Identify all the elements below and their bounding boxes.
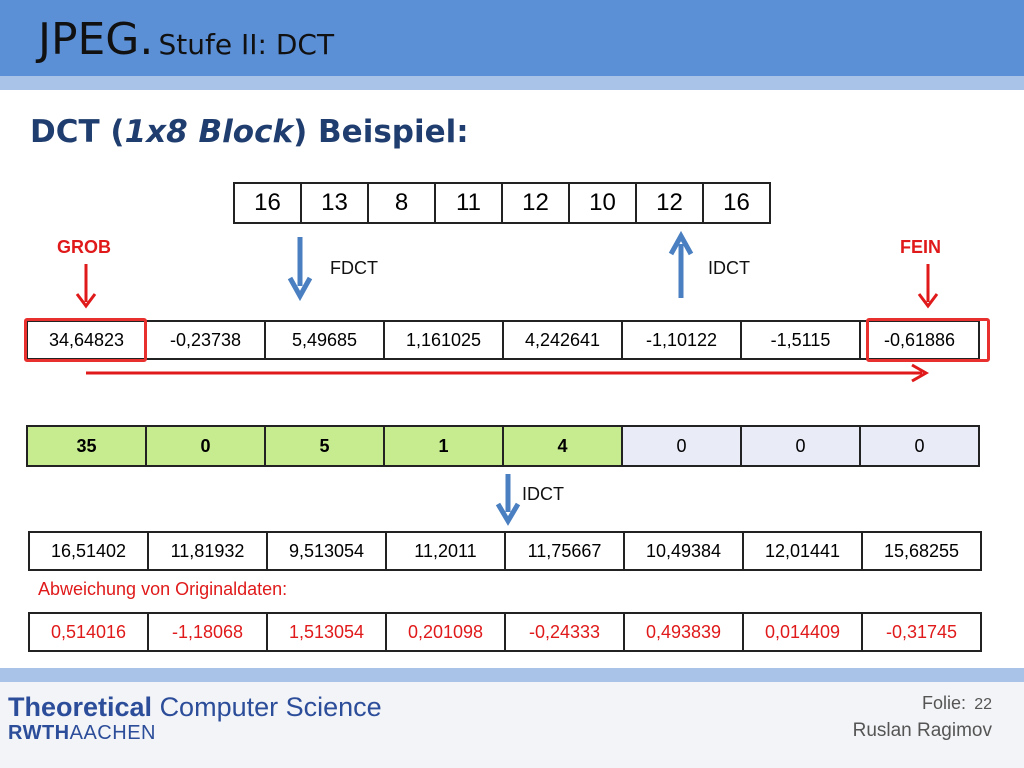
logo-word-rwth: RWTH [8, 722, 70, 744]
table-cell: 13 [300, 182, 369, 224]
table-cell: -1,5115 [740, 320, 861, 360]
table-cell: 9,513054 [266, 531, 387, 571]
fdct-down-arrow [287, 237, 313, 302]
deviation-label: Abweichung von Originaldaten: [38, 579, 288, 599]
table-cell: -0,24333 [504, 612, 625, 652]
header-bar [0, 0, 1024, 76]
table-cell: 4 [502, 425, 623, 467]
table-cell: 0 [740, 425, 861, 467]
table-cell: 15,68255 [861, 531, 982, 571]
table-cell: 0 [621, 425, 742, 467]
table-cell: 12,01441 [742, 531, 863, 571]
table-cell: 1,161025 [383, 320, 504, 360]
table-cell: 4,242641 [502, 320, 623, 360]
quantized-table: 35 0 5 1 4 0 0 0 [26, 425, 980, 467]
reconstructed-table: 16,51402 11,81932 9,513054 11,2011 11,75… [28, 531, 982, 571]
table-cell: 16,51402 [28, 531, 149, 571]
grob-highlight-box [24, 318, 147, 362]
table-cell: 11,81932 [147, 531, 268, 571]
table-cell: 5,49685 [264, 320, 385, 360]
table-cell: 0,014409 [742, 612, 863, 652]
deviation-table: 0,514016 -1,18068 1,513054 0,201098 -0,2… [28, 612, 982, 652]
slide-title: JPEG. Stufe II: DCT [38, 14, 334, 65]
grob-to-fein-arrow [86, 363, 930, 383]
table-cell: 1 [383, 425, 504, 467]
table-cell: 0,201098 [385, 612, 506, 652]
author-name: Ruslan Ragimov [852, 720, 992, 741]
table-cell: -1,10122 [621, 320, 742, 360]
dct-coefficients-table: 34,64823 -0,23738 5,49685 1,161025 4,242… [26, 320, 980, 360]
table-cell: 16 [233, 182, 302, 224]
footer-band [0, 668, 1024, 682]
title-sub: Stufe II: DCT [158, 28, 335, 61]
table-cell: 0 [145, 425, 266, 467]
logo-line-2: RWTHAACHEN [8, 722, 156, 745]
table-cell: -1,18068 [147, 612, 268, 652]
idct-mid-label: IDCT [522, 484, 564, 504]
logo-word-theoretical: Theoretical [8, 692, 153, 722]
table-cell: -0,23738 [145, 320, 266, 360]
fein-highlight-box [866, 318, 990, 362]
heading-post: ) Beispiel: [293, 114, 469, 150]
section-heading: DCT (1x8 Block) Beispiel: [30, 114, 469, 150]
grob-label: GROB [57, 237, 111, 257]
table-cell: 10 [568, 182, 637, 224]
table-cell: 11,75667 [504, 531, 625, 571]
table-row: 16,51402 11,81932 9,513054 11,2011 11,75… [28, 531, 982, 571]
heading-italic: 1x8 Block [124, 114, 294, 150]
logo-word-cs: Computer Science [159, 692, 382, 722]
fein-label: FEIN [900, 237, 942, 257]
footer [0, 682, 1024, 768]
table-cell: 35 [26, 425, 147, 467]
logo-word-aachen: AACHEN [69, 722, 156, 744]
idct-down-arrow [495, 474, 521, 526]
original-values-table: 16 13 8 11 12 10 12 16 [233, 182, 771, 224]
table-cell: 11 [434, 182, 503, 224]
title-main: JPEG. [38, 14, 154, 65]
table-row: 0,514016 -1,18068 1,513054 0,201098 -0,2… [28, 612, 982, 652]
table-cell: 16 [702, 182, 771, 224]
table-row: 34,64823 -0,23738 5,49685 1,161025 4,242… [26, 320, 980, 360]
table-cell: -0,61886 [859, 320, 980, 360]
idct-top-label: IDCT [708, 258, 750, 278]
header-band [0, 76, 1024, 90]
table-cell: 10,49384 [623, 531, 744, 571]
heading-pre: DCT ( [30, 114, 125, 150]
logo-line-1: Theoretical Computer Science [8, 692, 382, 723]
table-cell: 0,493839 [623, 612, 744, 652]
table-row: 16 13 8 11 12 10 12 16 [233, 182, 771, 224]
slide-number: 22 [974, 696, 992, 713]
table-row: 35 0 5 1 4 0 0 0 [26, 425, 980, 467]
table-cell: 11,2011 [385, 531, 506, 571]
idct-up-arrow [668, 230, 694, 298]
fdct-label: FDCT [330, 258, 378, 278]
table-cell: -0,31745 [861, 612, 982, 652]
table-cell: 5 [264, 425, 385, 467]
table-cell: 8 [367, 182, 436, 224]
grob-down-arrow [75, 264, 97, 309]
fein-down-arrow [917, 264, 939, 309]
table-cell: 12 [635, 182, 704, 224]
slide-label: Folie: [921, 693, 966, 713]
table-cell: 12 [501, 182, 570, 224]
table-cell: 0 [859, 425, 980, 467]
table-cell: 1,513054 [266, 612, 387, 652]
table-cell: 0,514016 [28, 612, 149, 652]
